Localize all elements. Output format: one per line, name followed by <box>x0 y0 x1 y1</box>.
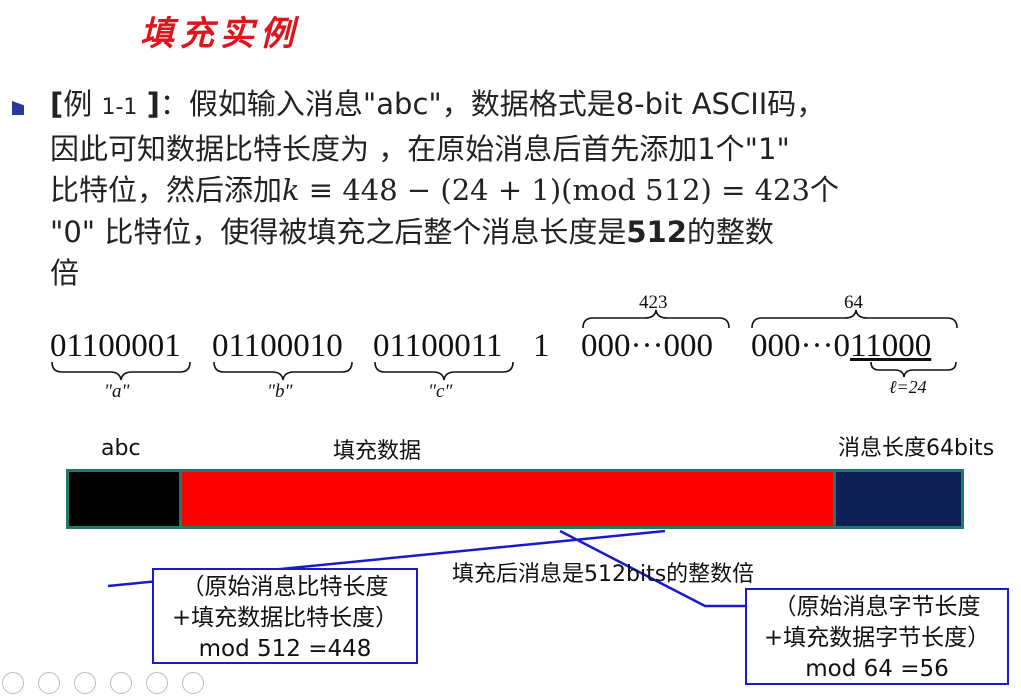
label-zeros-count: 423 <box>639 292 668 313</box>
note-center: 填充后消息是512bits的整数倍 <box>452 562 755 587</box>
prev-icon[interactable] <box>2 672 24 694</box>
para-line-1-rest: ：假如输入消息"abc"，数据格式是8-bit ASCII码， <box>159 87 826 121</box>
pen-icon[interactable] <box>74 672 96 694</box>
more-icon[interactable] <box>182 672 204 694</box>
label-a: "a" <box>104 381 130 402</box>
bits-c: 01100011 <box>373 328 503 364</box>
bar-label-abc: abc <box>101 436 141 461</box>
brace-a <box>51 361 191 381</box>
bracket-close: ] <box>146 87 160 121</box>
bits-zeros: 000···000 <box>581 328 713 364</box>
para-line-3-end: 个 <box>809 173 839 207</box>
bits-one: 1 <box>533 328 550 364</box>
para-line-3: 比特位，然后添加k ≡ 448 − (24 + 1)(mod 512) = 42… <box>50 170 950 212</box>
example-number: 1-1 <box>101 95 138 120</box>
para-line-3-a: 比特位，然后添加 <box>50 173 283 207</box>
bar-segment-abc <box>69 472 179 526</box>
box-right-line-3: mod 64 =56 <box>805 656 949 682</box>
bar-label-padding: 填充数据 <box>333 439 422 464</box>
connector-right <box>559 529 745 608</box>
formula-expression: ≡ 448 − (24 + 1)(mod 512) = 423 <box>299 173 810 207</box>
bits-length-prefix: 000···0 <box>751 328 850 364</box>
para-line-4-a: "0" 比特位，使得被填充之后整个消息长度是 <box>50 214 627 249</box>
para-line-5: 倍 <box>50 256 80 290</box>
brace-b <box>213 361 353 381</box>
para-line-4-b: 的整数 <box>686 214 774 249</box>
bits-length: 000···011000 <box>751 326 931 366</box>
example-prefix: 例 <box>63 87 93 121</box>
box-bits-formula: （原始消息比特长度 +填充数据比特长度） mod 512 =448 <box>152 568 418 664</box>
brace-zeros <box>582 309 730 329</box>
brace-ell <box>870 361 957 378</box>
formula-k: k <box>282 173 300 207</box>
bar-label-length: 消息长度64bits <box>838 436 995 461</box>
brace-length <box>751 309 958 329</box>
box-bytes-formula: （原始消息字节长度 +填充数据字节长度） mod 64 =56 <box>745 588 1009 685</box>
box-left-line-3: mod 512 =448 <box>198 636 372 662</box>
label-b: "b" <box>267 381 293 402</box>
bar-segment-padding <box>179 472 836 526</box>
bits-a: 01100001 <box>50 328 181 364</box>
slide-title: 填充实例 <box>140 14 300 54</box>
box-right-line-2: +填充数据字节长度） <box>763 625 991 651</box>
play-icon[interactable] <box>38 672 60 694</box>
para-line-1: [例 1-1 ]：假如输入消息"abc"，数据格式是8-bit ASCII码， <box>50 84 950 129</box>
box-left-line-1: （原始消息比特长度 <box>181 574 389 600</box>
search-icon[interactable] <box>146 672 168 694</box>
label-length-count: 64 <box>844 292 863 313</box>
label-ell: ℓ=24 <box>889 377 927 397</box>
message-bar <box>66 469 964 529</box>
para-line-4: "0" 比特位，使得被填充之后整个消息长度是512的整数 <box>50 212 950 254</box>
slide-toolbar <box>2 672 218 698</box>
para-line-4-bold: 512 <box>626 214 687 249</box>
label-c: "c" <box>428 381 453 402</box>
box-left-line-2: +填充数据比特长度） <box>171 605 399 631</box>
bullet-icon <box>12 101 24 115</box>
box-right-line-1: （原始消息字节长度 <box>773 594 981 620</box>
example-paragraph: [例 1-1 ]：假如输入消息"abc"，数据格式是8-bit ASCII码， … <box>50 84 950 295</box>
bits-b: 01100010 <box>212 328 343 364</box>
bar-segment-length <box>836 472 961 526</box>
bits-length-tail: 11000 <box>849 328 932 364</box>
para-line-2: 因此可知数据比特长度为 ，在原始消息后首先添加1个"1" <box>50 131 790 166</box>
print-icon[interactable] <box>110 672 132 694</box>
brace-c <box>374 361 514 381</box>
bracket-open: [ <box>50 87 64 121</box>
